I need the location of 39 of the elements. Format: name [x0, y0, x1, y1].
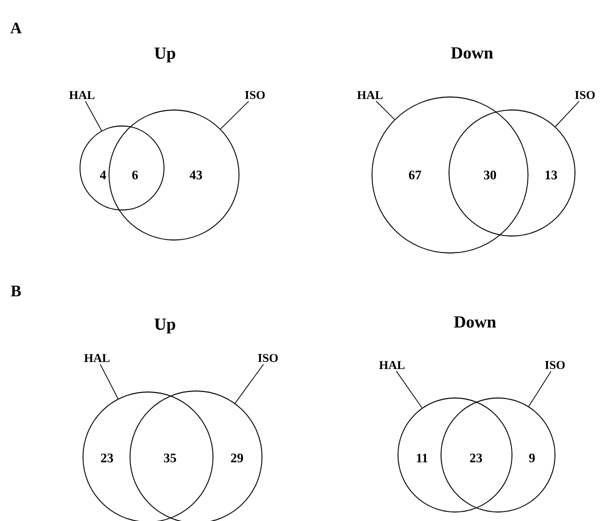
leader-line [396, 370, 422, 408]
leader-line [554, 100, 580, 128]
count-label: 29 [231, 454, 244, 462]
count-label: 43 [190, 170, 202, 180]
leader-line [100, 364, 118, 400]
venn-circle [448, 110, 576, 236]
set-label: ISO [258, 354, 278, 362]
panel-letter: A [10, 22, 22, 34]
set-label: HAL [357, 91, 382, 99]
set-label: ISO [245, 90, 265, 100]
set-label: HAL [84, 354, 110, 362]
set-label: ISO [575, 90, 595, 100]
count-label: 4 [100, 170, 106, 180]
count-label: 6 [132, 170, 138, 180]
venn-title: Up [154, 48, 176, 62]
count-label: 35 [164, 454, 176, 462]
set-label: HAL [69, 91, 94, 99]
leader-line [528, 370, 552, 407]
venn-circle [398, 398, 512, 512]
count-label: 13 [546, 170, 558, 180]
leader-line [376, 100, 395, 120]
venn-title: Down [454, 316, 496, 328]
set-label: HAL [379, 361, 404, 369]
venn-circle [80, 126, 164, 210]
venn-title: Down [451, 47, 493, 59]
count-label: 9 [529, 454, 535, 462]
count-label: 30 [484, 170, 496, 180]
count-label: 11 [416, 454, 428, 462]
leader-line [84, 100, 102, 132]
panel-letter: B [10, 286, 21, 296]
count-label: 23 [470, 454, 482, 462]
venn-title: Up [154, 318, 176, 334]
leader-line [220, 100, 250, 130]
venn-circle [108, 110, 240, 240]
set-label: ISO [545, 360, 565, 370]
count-label: 23 [101, 454, 114, 462]
venn-circle [440, 398, 556, 512]
leader-line [234, 364, 264, 404]
count-label: 67 [408, 170, 422, 180]
